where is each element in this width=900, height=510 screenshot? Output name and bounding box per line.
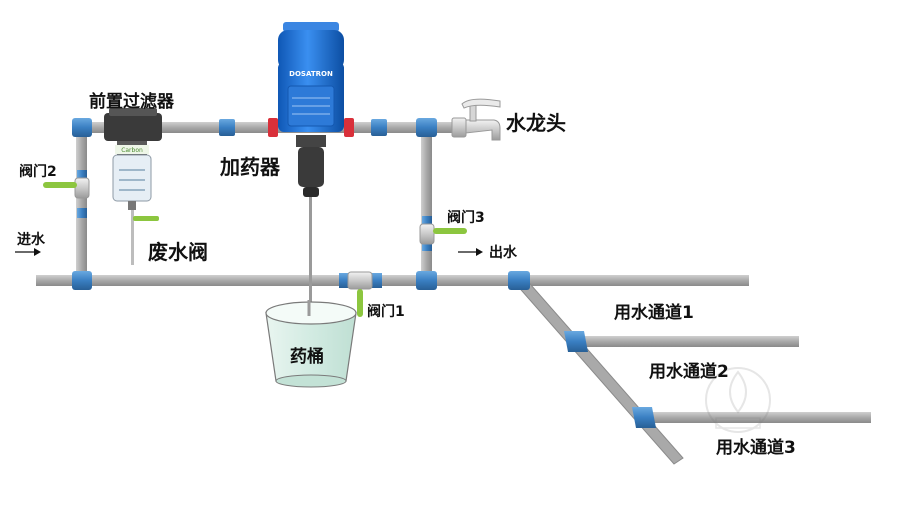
- filter-brand-text: Carbon: [121, 147, 143, 154]
- waste-valve-label: 废水阀: [148, 240, 208, 264]
- doser-label: 加药器: [220, 155, 280, 179]
- tee-fitting: [564, 331, 588, 352]
- chemical-bucket: [265, 300, 357, 388]
- valve2-handle: [43, 182, 77, 188]
- tee-fitting: [508, 271, 530, 290]
- valve3-label: 阀门3: [447, 210, 485, 226]
- pipe-fittings: [72, 118, 656, 428]
- coupler-fitting: [372, 273, 382, 288]
- tee-fitting: [416, 118, 437, 137]
- pipe-network: [36, 122, 871, 465]
- prefilter-label: 前置过滤器: [89, 92, 174, 112]
- valve1-handle: [357, 289, 363, 317]
- inlet-label: 进水: [17, 232, 45, 248]
- tee-fitting: [416, 271, 437, 290]
- watermark-logo: [705, 367, 771, 433]
- channel3-label: 用水通道3: [716, 438, 796, 458]
- channel1-label: 用水通道1: [614, 303, 694, 323]
- main-pipe: [36, 275, 749, 286]
- left-riser-pipe: [76, 122, 87, 286]
- valve-1: [347, 271, 373, 317]
- valve-2: [43, 177, 90, 199]
- doser-pump: DOSATRON: [268, 22, 354, 197]
- outlet-arrow: [458, 248, 483, 256]
- faucet-icon: [451, 98, 501, 141]
- coupler-fitting: [422, 241, 432, 251]
- coupler-fitting: [339, 273, 349, 288]
- coupler-fitting: [371, 119, 387, 136]
- valve3-handle: [433, 228, 467, 234]
- valve1-label: 阀门1: [367, 304, 405, 320]
- faucet-pipe: [432, 122, 462, 133]
- valve-3: [419, 223, 467, 245]
- coupler-fitting: [219, 119, 235, 136]
- doser-brand-text: DOSATRON: [289, 70, 333, 78]
- upper-pipe: [76, 122, 432, 133]
- suction-tube: [309, 195, 312, 310]
- channel2-pipe: [578, 336, 799, 347]
- tee-fitting: [72, 271, 92, 290]
- faucet-label: 水龙头: [506, 111, 566, 135]
- channel2-label: 用水通道2: [649, 362, 729, 382]
- waste-valve-handle: [133, 216, 159, 221]
- coupler-fitting: [77, 170, 87, 180]
- channel3-pipe: [645, 412, 871, 423]
- outlet-label: 出水: [489, 245, 517, 261]
- right-riser-pipe: [421, 122, 432, 286]
- tee-fitting: [632, 407, 656, 428]
- coupler-fitting: [77, 208, 87, 218]
- coupler-fitting: [422, 216, 432, 226]
- prefilter: Carbon: [104, 108, 162, 265]
- elbow-fitting: [72, 118, 92, 137]
- inlet-arrow: [15, 248, 41, 256]
- valve2-label: 阀门2: [19, 164, 57, 180]
- bucket-label: 药桶: [290, 347, 324, 367]
